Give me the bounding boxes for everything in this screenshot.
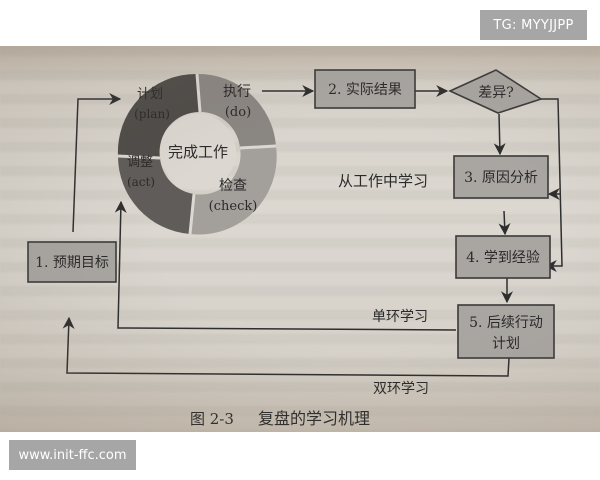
node-diff-label: 差异? <box>478 85 514 101</box>
learning-mechanism-diagram: 完成工作 计划 (plan) 执行 (do) 检查 (check) 调整 (ac… <box>27 69 563 428</box>
node-lesson-label: 4. 学到经验 <box>466 250 540 266</box>
cycle-do-label: 执行 <box>223 84 251 100</box>
node-followup-line2: 计划 <box>492 336 520 352</box>
single-loop-line <box>114 200 457 331</box>
cycle-act-sub: (act) <box>127 175 155 189</box>
node-diff: 差异? <box>448 69 543 114</box>
book-page-photo: 完成工作 计划 (plan) 执行 (do) 检查 (check) 调整 (ac… <box>0 46 600 432</box>
cycle-do-sub: (do) <box>225 105 251 120</box>
ring-segment-check <box>190 146 277 235</box>
arrow-goal-to-plan <box>72 93 122 233</box>
label-learn-from-work: 从工作中学习 <box>338 172 428 190</box>
cycle-plan-label: 计划 <box>137 87 163 102</box>
node-result-label: 2. 实际结果 <box>328 82 402 98</box>
arrow-diff-to-cause <box>493 113 506 156</box>
ring-segment-act <box>117 156 194 234</box>
node-goal: 1. 预期目标 <box>27 241 117 283</box>
cycle-plan-sub: (plan) <box>134 107 170 121</box>
node-cause-label: 3. 原因分析 <box>464 170 538 186</box>
cycle-check-label: 检查 <box>219 178 247 194</box>
figure-title: 复盘的学习机理 <box>258 409 370 428</box>
label-double-loop: 双环学习 <box>373 381 429 397</box>
arrow-cause-to-lesson <box>498 210 511 236</box>
watermark-bottom: www.init-ffc.com <box>9 440 136 470</box>
cycle-center-label: 完成工作 <box>168 143 228 161</box>
watermark-top: TG: MYYJJPP <box>480 10 587 40</box>
node-followup-line1: 5. 后续行动 <box>469 314 543 331</box>
ring-segment-plan <box>117 73 200 158</box>
ring-segment-do <box>197 73 276 148</box>
label-single-loop: 单环学习 <box>372 309 428 325</box>
cycle-act-label: 调整 <box>127 155 153 170</box>
pdca-cycle: 完成工作 计划 (plan) 执行 (do) 检查 (check) 调整 (ac… <box>117 73 277 235</box>
node-result: 2. 实际结果 <box>314 69 416 109</box>
node-followup-plan: 5. 后续行动 计划 <box>457 304 555 359</box>
double-loop-line <box>62 316 510 377</box>
node-lesson: 4. 学到经验 <box>455 235 551 279</box>
figure-number: 图 2-3 <box>190 410 234 428</box>
arrow-diff-to-lesson <box>540 98 563 272</box>
node-cause: 3. 原因分析 <box>453 155 549 199</box>
node-goal-label: 1. 预期目标 <box>35 255 109 271</box>
cycle-check-sub: (check) <box>209 199 258 214</box>
